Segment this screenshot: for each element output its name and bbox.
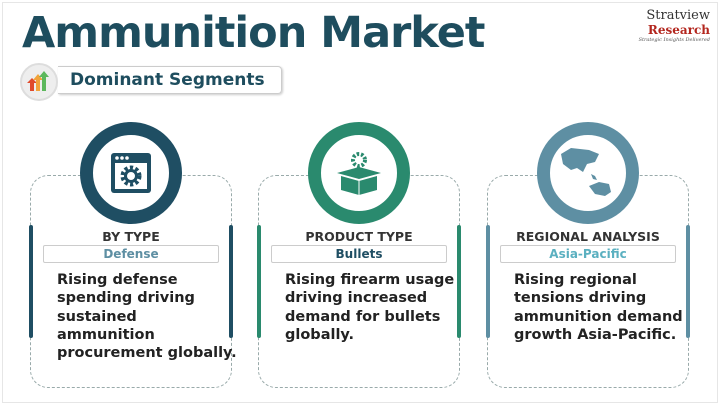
page-title: Ammunition Market [22, 8, 485, 58]
card-description: Rising firearm usage driving increased d… [285, 272, 455, 343]
growth-arrows-icon [20, 63, 58, 101]
card-value: Bullets [271, 245, 447, 263]
card-heading: PRODUCT TYPE [305, 229, 413, 244]
card-heading: REGIONAL ANALYSIS [516, 229, 660, 244]
accent-bar [257, 225, 261, 338]
settings-window-icon [80, 122, 182, 224]
accent-bar [29, 225, 33, 338]
card-value: Defense [43, 245, 219, 263]
accent-bar [457, 225, 461, 338]
subtitle-pill: Dominant Segments [58, 66, 282, 94]
globe-asia-icon [537, 122, 639, 224]
card-value: Asia-Pacific [500, 245, 676, 263]
accent-bar [686, 225, 690, 338]
accent-bar [486, 225, 490, 338]
card-heading: BY TYPE [102, 229, 160, 244]
card-description: Rising regional tensions driving ammunit… [514, 272, 683, 343]
accent-bar [229, 225, 233, 338]
logo: Stratview Research Strategic Insights De… [638, 8, 710, 43]
box-gear-icon [308, 122, 410, 224]
card-description: Rising defense spending driving sustaine… [57, 272, 237, 362]
